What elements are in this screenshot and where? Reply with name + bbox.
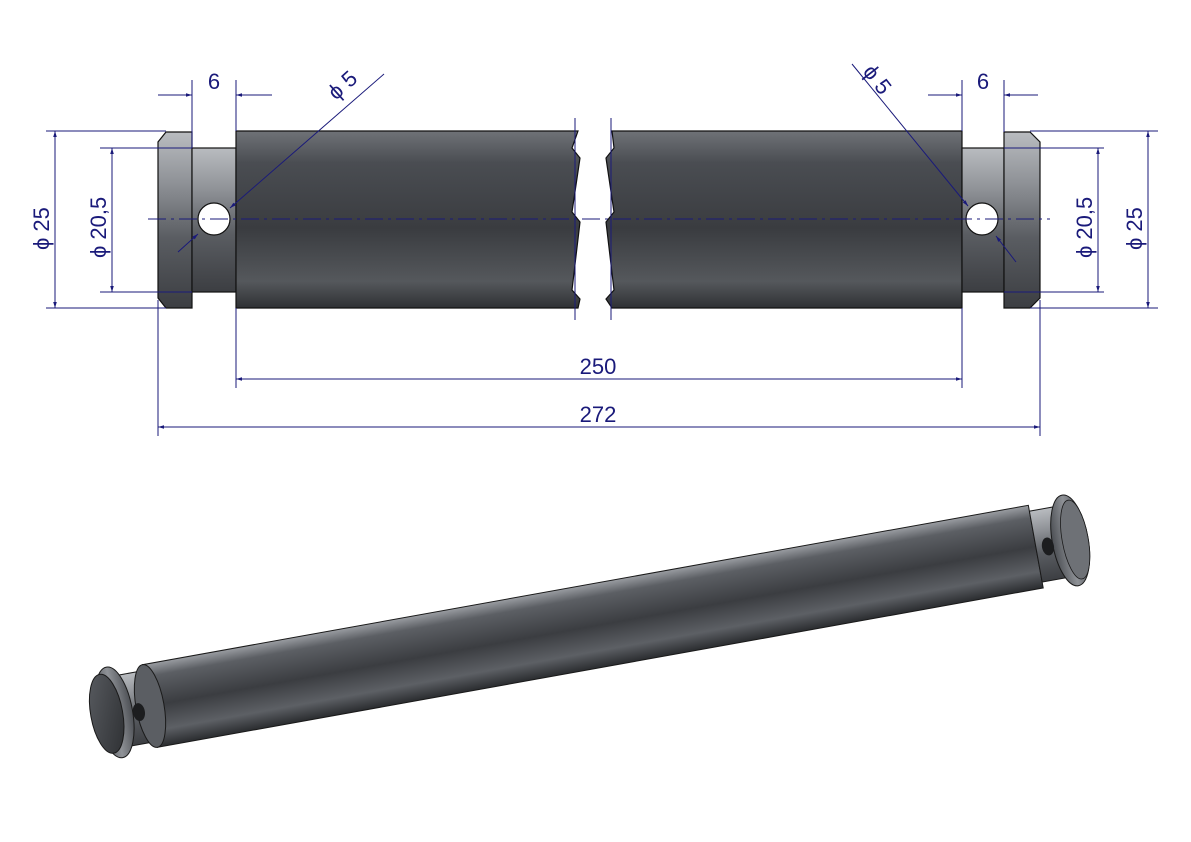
left-outer-dia-label: ϕ 25 bbox=[29, 207, 54, 250]
iso-left-end-face bbox=[88, 673, 125, 754]
left-inner-dia-label: ϕ 20,5 bbox=[86, 197, 111, 258]
left-collar bbox=[157, 131, 193, 309]
iso-shaft bbox=[141, 504, 1044, 748]
body-length-label: 250 bbox=[580, 354, 617, 379]
iso-left-hole bbox=[132, 703, 146, 721]
right-hole-label: ϕ 5 bbox=[858, 60, 897, 100]
dimension-lines bbox=[46, 63, 1158, 436]
left-hole-label: ϕ 5 bbox=[323, 66, 363, 105]
overall-length-label: 272 bbox=[580, 402, 617, 427]
isometric-view bbox=[88, 494, 1091, 759]
right-outer-dia-label: ϕ 25 bbox=[1122, 207, 1147, 250]
side-view bbox=[148, 118, 1050, 320]
right-inner-dia-label: ϕ 20,5 bbox=[1072, 197, 1097, 258]
right-collar bbox=[1003, 131, 1041, 309]
left-groove-width-label: 6 bbox=[208, 69, 220, 94]
right-groove-width-label: 6 bbox=[977, 69, 989, 94]
iso-right-hole bbox=[1041, 537, 1055, 556]
